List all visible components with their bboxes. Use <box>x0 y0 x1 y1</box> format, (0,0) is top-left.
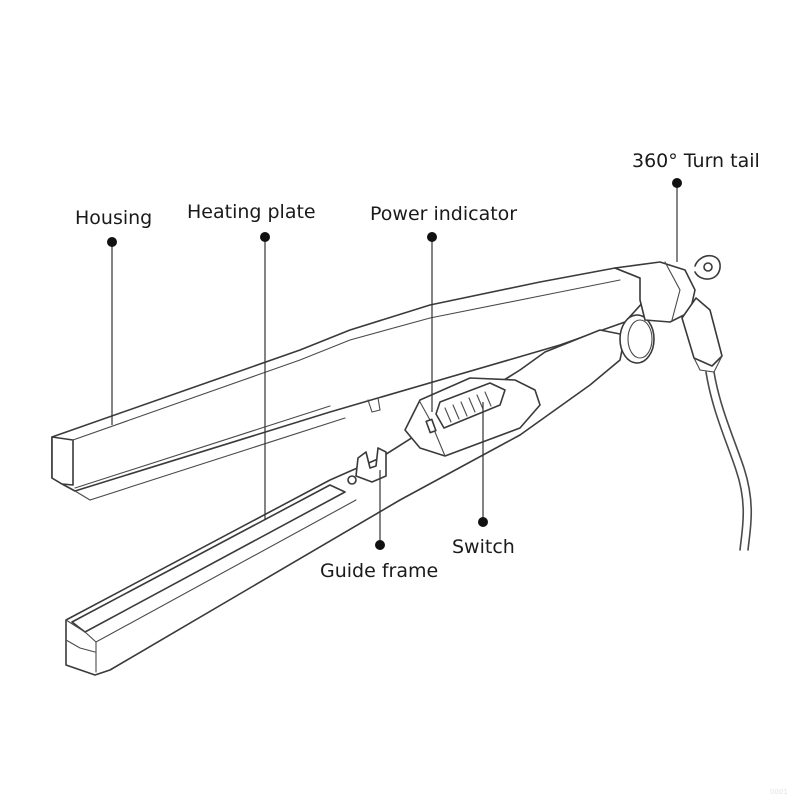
callout-dot <box>107 237 117 247</box>
watermark: 0001 <box>770 788 788 796</box>
turn-tail <box>614 254 753 551</box>
callout-turn-tail: 360° Turn tail <box>632 150 760 262</box>
callout-heating-plate: Heating plate <box>187 201 316 520</box>
power-indicator-lamp <box>425 418 437 434</box>
switch-panel <box>404 377 541 457</box>
upper-arm <box>51 267 646 501</box>
callout-switch: Switch <box>452 402 515 558</box>
callout-label-switch: Switch <box>452 536 515 558</box>
callout-dot <box>260 232 270 242</box>
callout-label-power-indicator: Power indicator <box>370 203 517 225</box>
tail-sleeve <box>681 297 723 367</box>
callout-label-housing: Housing <box>75 207 152 229</box>
callout-label-turn-tail: 360° Turn tail <box>632 150 760 172</box>
hinge <box>619 314 655 364</box>
guide-frame <box>355 447 387 483</box>
callout-power-indicator: Power indicator <box>370 203 517 412</box>
switch-slider <box>435 382 506 429</box>
callout-dot <box>427 232 437 242</box>
power-cord <box>705 371 745 551</box>
housing-end-face <box>51 436 74 486</box>
callout-housing: Housing <box>75 207 152 425</box>
callout-label-guide-frame: Guide frame <box>320 560 438 582</box>
callout-dot <box>672 178 682 188</box>
callout-dot <box>478 517 488 527</box>
callout-guide-frame: Guide frame <box>320 470 438 582</box>
callout-label-heating-plate: Heating plate <box>187 201 316 223</box>
hinge-disk <box>619 314 655 364</box>
callout-dot <box>375 540 385 550</box>
